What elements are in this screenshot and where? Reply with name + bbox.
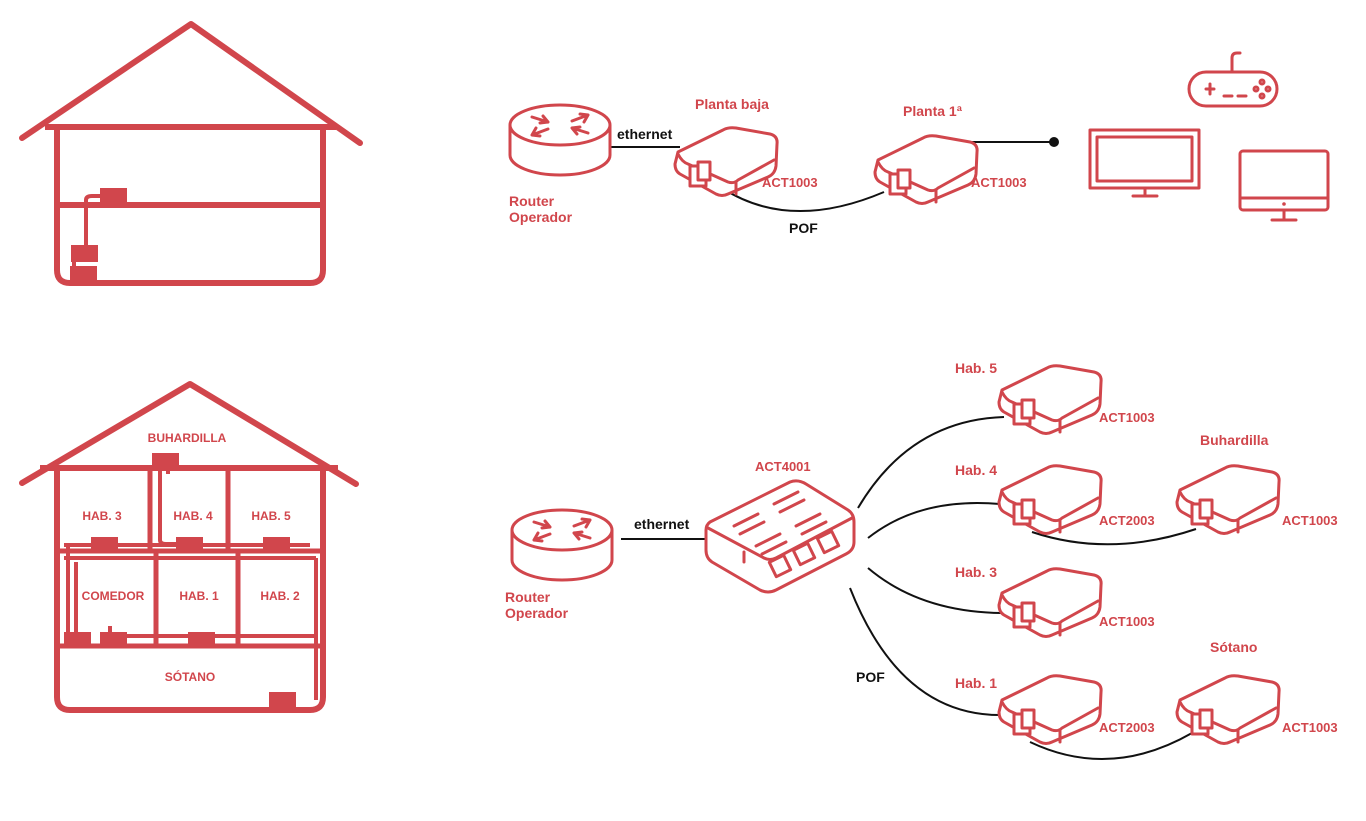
ethernet-label: ethernet xyxy=(617,126,673,142)
room-label-hab1: HAB. 1 xyxy=(179,589,219,603)
ethernet-label-bottom: ethernet xyxy=(634,516,690,532)
bottom-network: Router Operador ethernet POF ACT4001 Hab… xyxy=(505,360,1338,760)
adapter-floor1 xyxy=(100,188,127,205)
router-label-bottom-line1: Router xyxy=(505,589,551,605)
room-label-hab4: HAB. 4 xyxy=(173,509,213,523)
node-title-hab4: Hab. 4 xyxy=(955,462,997,478)
adapter-icon-hab5 xyxy=(997,364,1103,435)
node-model-planta-1: ACT1003 xyxy=(971,175,1027,190)
adapter-hab4 xyxy=(176,537,203,553)
adapter-hab5 xyxy=(263,537,290,553)
adapter-icon-sotano xyxy=(1175,674,1281,745)
room-label-comedor: COMEDOR xyxy=(82,589,145,603)
switch-comedor xyxy=(100,632,127,648)
node-model-hab3: ACT1003 xyxy=(1099,614,1155,629)
house-top xyxy=(19,21,363,286)
adapter-sotano xyxy=(269,692,296,708)
adapter-hab3 xyxy=(91,537,118,553)
adapter-icon-hab1 xyxy=(997,674,1103,745)
node-model-planta-baja: ACT1003 xyxy=(762,175,818,190)
pof-cable-buhardilla xyxy=(1031,528,1197,546)
pof-cable-hab5 xyxy=(857,416,1005,509)
house-bottom: BUHARDILLA HAB. 3 HAB. 4 HAB. 5 COMEDOR … xyxy=(19,381,359,713)
router-label-bottom-line2: Operador xyxy=(505,605,569,621)
router-ground xyxy=(70,266,97,283)
switch-model-label: ACT4001 xyxy=(755,459,811,474)
router-label-line2: Operador xyxy=(509,209,573,225)
node-title-hab1: Hab. 1 xyxy=(955,675,997,691)
desktop-monitor-icon xyxy=(1238,149,1330,222)
room-label-sotano: SÓTANO xyxy=(165,669,215,684)
pof-cable-top xyxy=(721,187,885,212)
node-title-planta-baja: Planta baja xyxy=(695,96,769,112)
tv-icon xyxy=(1088,128,1201,198)
adapter-icon-hab3 xyxy=(997,567,1103,638)
gamepad-icon xyxy=(1187,51,1279,108)
room-label-hab3: HAB. 3 xyxy=(82,509,122,523)
node-title-hab5: Hab. 5 xyxy=(955,360,997,376)
adapter-ground xyxy=(71,245,98,262)
router-comedor xyxy=(64,632,91,648)
room-label-hab2: HAB. 2 xyxy=(260,589,300,603)
router-icon xyxy=(508,103,612,177)
room-label-hab5: HAB. 5 xyxy=(251,509,291,523)
adapter-buhardilla xyxy=(152,453,179,469)
pof-cable-hab3 xyxy=(867,567,1003,614)
pof-cable-sotano xyxy=(1029,732,1193,760)
node-title-buhardilla: Buhardilla xyxy=(1200,432,1269,448)
router-icon-bottom xyxy=(510,508,614,582)
router-label-line1: Router xyxy=(509,193,555,209)
node-model-sotano: ACT1003 xyxy=(1282,720,1338,735)
node-title-planta-1: Planta 1ª xyxy=(903,103,963,119)
node-model-hab5: ACT1003 xyxy=(1099,410,1155,425)
pof-label-bottom: POF xyxy=(856,669,885,685)
adapter-icon-hab4 xyxy=(997,464,1103,535)
pof-cable-hab4 xyxy=(867,502,1001,539)
adapter-icon-buhardilla xyxy=(1175,464,1281,535)
room-label-buhardilla: BUHARDILLA xyxy=(148,431,227,445)
node-title-hab3: Hab. 3 xyxy=(955,564,997,580)
pof-cable-hab1 xyxy=(849,587,1001,716)
node-title-sotano: Sótano xyxy=(1210,639,1257,655)
adapter-hab1 xyxy=(188,632,215,648)
cable-end-dot xyxy=(1049,137,1059,147)
node-model-hab1: ACT2003 xyxy=(1099,720,1155,735)
adapter-icon-planta-1 xyxy=(873,134,979,205)
node-model-hab4: ACT2003 xyxy=(1099,513,1155,528)
node-model-buhardilla: ACT1003 xyxy=(1282,513,1338,528)
pof-label: POF xyxy=(789,220,818,236)
switch-icon xyxy=(704,479,856,594)
top-network: Router Operador ethernet POF Planta baja… xyxy=(508,51,1330,236)
